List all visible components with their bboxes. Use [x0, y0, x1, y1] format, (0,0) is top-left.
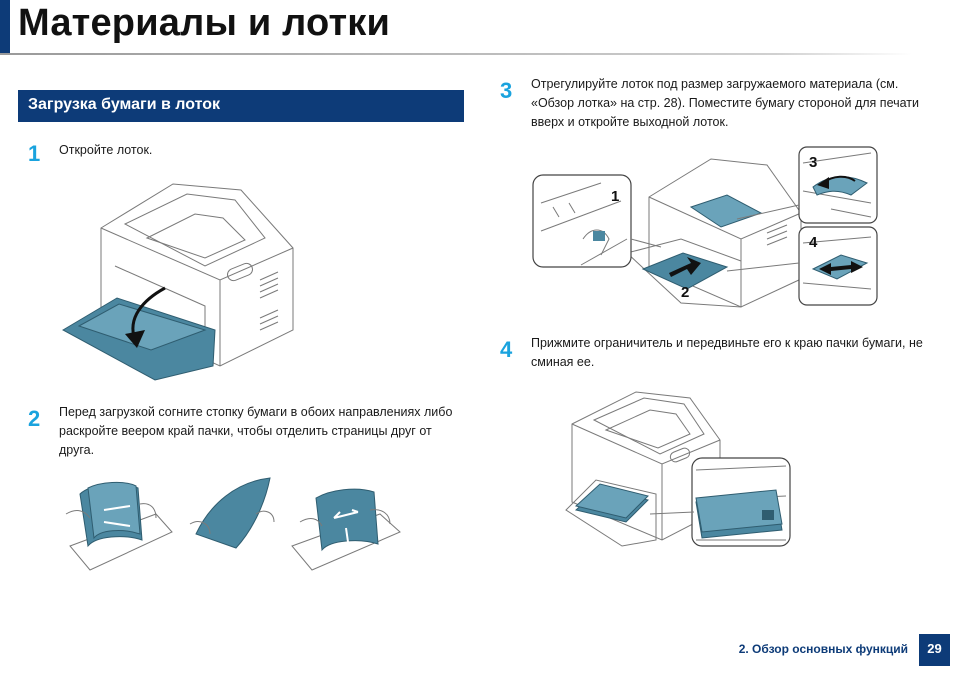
callout-1: 1 — [611, 188, 619, 205]
callout-2: 2 — [681, 284, 689, 301]
callout-4: 4 — [809, 234, 818, 251]
header-accent-bar — [0, 0, 10, 53]
section-title: Загрузка бумаги в лоток — [18, 90, 464, 122]
step-2-number: 2 — [28, 406, 41, 431]
page-title: Материалы и лотки — [18, 2, 391, 44]
step-2-text: Перед загрузкой согните стопку бумаги в … — [59, 405, 453, 457]
title-divider — [0, 53, 912, 55]
figure-adjust-tray: 1 2 3 4 — [532, 146, 878, 308]
step-1-text: Откройте лоток. — [59, 143, 153, 157]
step-4-number: 4 — [500, 337, 513, 362]
footer-chapter: 2. Обзор основных функций — [738, 642, 908, 656]
figure-open-tray — [61, 183, 294, 381]
figure-flex-paper — [65, 477, 401, 571]
step-1-number: 1 — [28, 141, 41, 166]
step-4-text: Прижмите ограничитель и передвиньте его … — [531, 336, 923, 369]
callout-3: 3 — [809, 154, 817, 171]
page-number: 29 — [919, 634, 950, 666]
figure-paper-guide — [565, 391, 791, 547]
step-3-number: 3 — [500, 78, 513, 103]
step-3-text: Отрегулируйте лоток под размер загружаем… — [531, 77, 920, 129]
